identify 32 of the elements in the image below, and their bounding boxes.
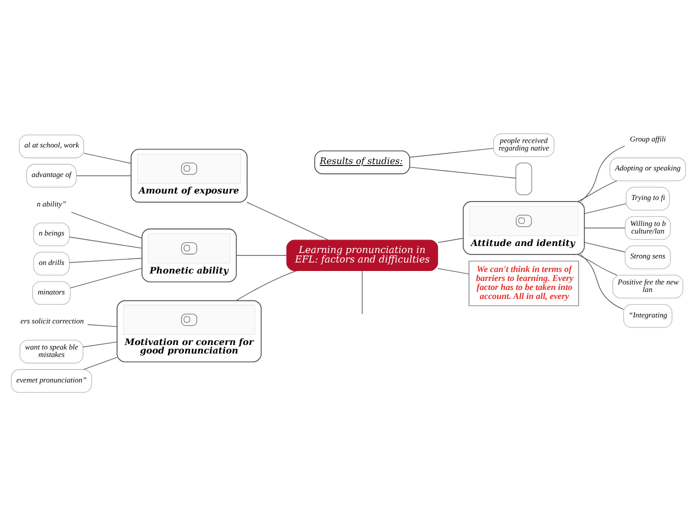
node-box: Motivation or concern for good pronunciation [116, 300, 262, 362]
connector [83, 152, 132, 164]
connector [437, 237, 464, 242]
connector [70, 267, 142, 288]
connector [584, 242, 626, 252]
connector [580, 254, 624, 310]
node-box: Learning pronunciation in EFL: factors and difficulties [286, 239, 438, 271]
connector [584, 227, 626, 228]
connector [69, 236, 142, 248]
node-box [516, 162, 532, 195]
connector [246, 201, 329, 240]
node-box: Phonetic ability [142, 228, 237, 282]
connector [71, 211, 142, 238]
connector [69, 257, 142, 262]
connector [362, 270, 363, 314]
connector [437, 268, 470, 274]
connector [236, 270, 297, 300]
connector [577, 254, 618, 275]
connector [410, 166, 516, 178]
connector [580, 145, 626, 202]
connector [76, 174, 132, 176]
node-box: We can't think in terms of barriers to learning. Every factor has to be taken into account. All in all, every [468, 260, 580, 306]
connector [577, 180, 618, 202]
node-box: Results of studies: [314, 150, 410, 174]
connector [82, 341, 118, 347]
node-box: Amount of exposure [130, 148, 248, 202]
connector [83, 356, 118, 370]
connector [236, 254, 287, 256]
connector [584, 202, 626, 214]
node-box: Attitude and identity [462, 200, 585, 254]
connector [87, 324, 118, 326]
connector [410, 147, 494, 158]
